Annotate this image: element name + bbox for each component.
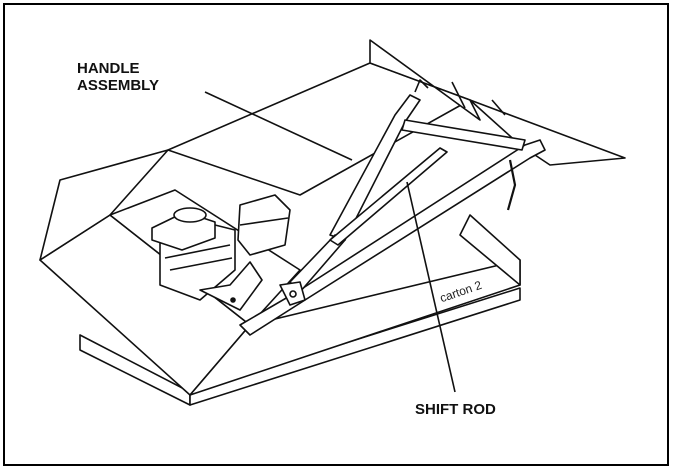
handle-bracket: [279, 281, 306, 306]
shift-rod-leader-line: [406, 181, 456, 393]
handle-assembly-label: HANDLE ASSEMBLY: [77, 60, 159, 94]
hook-left: [414, 79, 429, 93]
frame-border: [3, 3, 669, 466]
shift-rod-label: SHIFT ROD: [415, 401, 496, 418]
handle-leader-line: [204, 91, 353, 161]
engine-group: [151, 194, 291, 311]
handle-label-line2: ASSEMBLY: [77, 77, 159, 94]
bracket-right: [506, 159, 517, 211]
hook-right: [491, 99, 506, 116]
back-flap: [369, 39, 481, 121]
handle-label-line1: HANDLE: [77, 60, 140, 77]
hook-mid: [451, 81, 466, 109]
shift-rod: [329, 147, 448, 246]
handle-group: [239, 79, 546, 336]
engine-shroud: [199, 261, 263, 311]
handle-crossbar: [401, 119, 526, 151]
air-filter: [237, 194, 291, 256]
handle-right-tube: [239, 139, 546, 336]
bolt: [230, 297, 236, 303]
fuel-cap: [173, 207, 207, 223]
right-open-flap: [469, 99, 626, 166]
right-wall: [459, 214, 521, 286]
